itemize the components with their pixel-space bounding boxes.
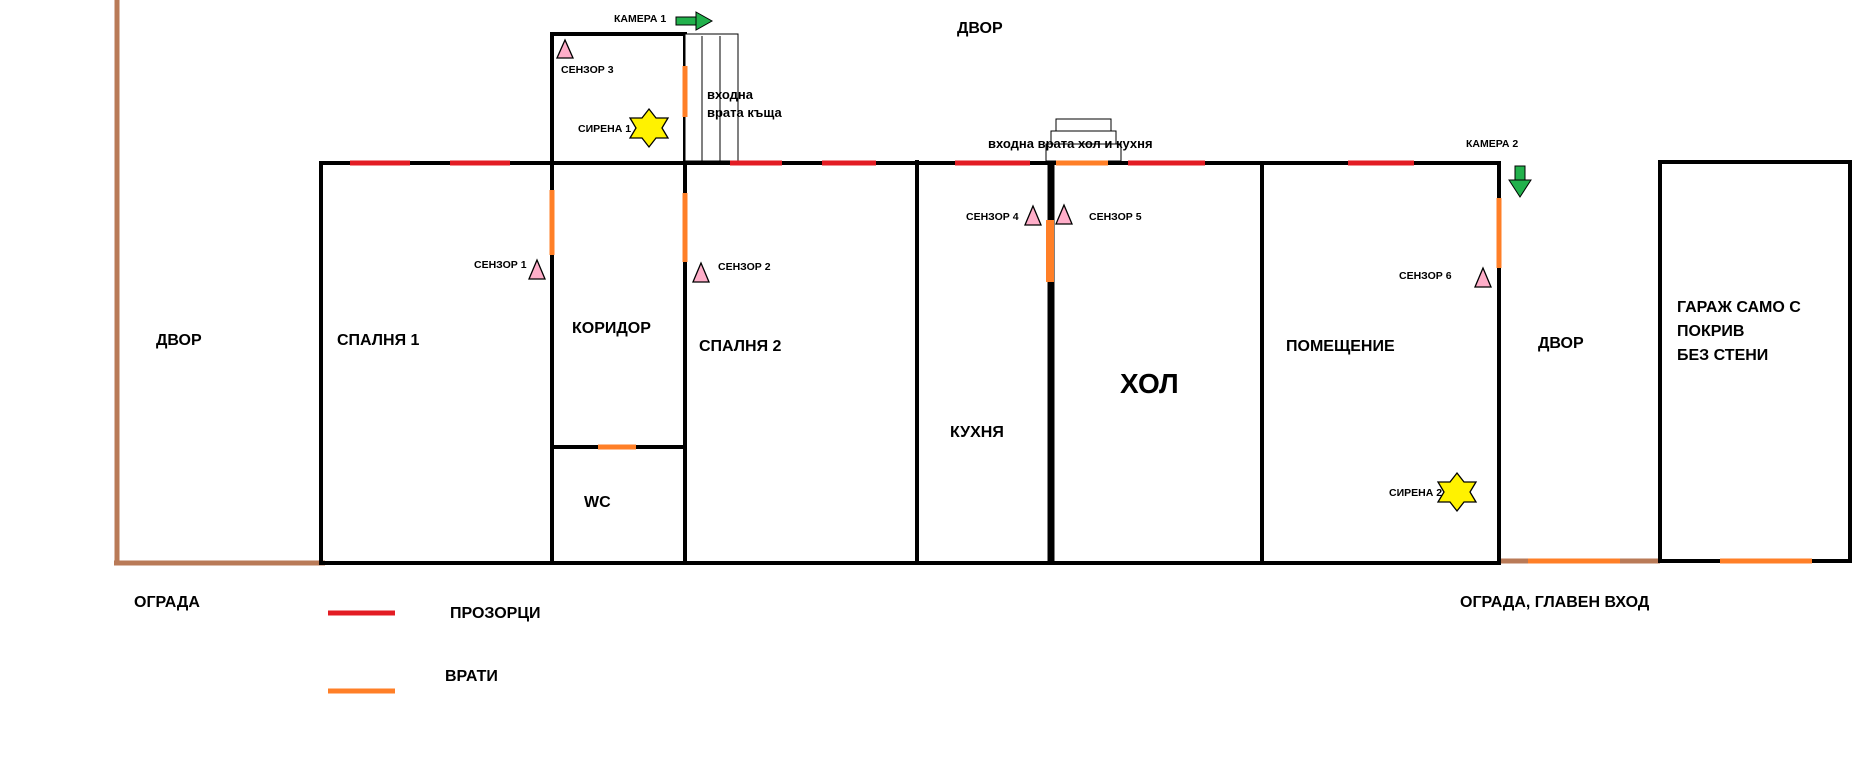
- legend: ПРОЗОРЦИ ВРАТИ: [328, 605, 541, 694]
- doors: [549, 66, 1812, 564]
- label-entrance-hall-kitchen: входна врата хол и кухня: [988, 136, 1153, 151]
- label-entrance-house-2: врата къща: [707, 105, 782, 120]
- label-sensor-2: СЕНЗОР 2: [718, 261, 771, 273]
- label-wc: WC: [584, 494, 611, 511]
- sensor-triangle-icon: [1024, 204, 1042, 226]
- sensor-triangle-icon: [1055, 203, 1073, 225]
- label-hall: ХОЛ: [1120, 368, 1179, 399]
- siren-star-icon: [628, 107, 670, 149]
- siren-star-icon: [1436, 471, 1478, 513]
- label-garage-line3: БЕЗ СТЕНИ: [1677, 347, 1768, 364]
- label-kitchen: КУХНЯ: [950, 424, 1004, 441]
- label-entrance-house-1: входна: [707, 87, 754, 102]
- label-sensor-3: СЕНЗОР 3: [561, 64, 614, 76]
- label-yard-left: ДВОР: [156, 332, 202, 349]
- sensor-triangle-icon: [555, 38, 575, 59]
- camera-arrow-icon: [675, 11, 714, 31]
- stairs-hall-entrance: [1045, 118, 1122, 162]
- label-camera-2: КАМЕРА 2: [1466, 138, 1518, 150]
- label-fence-right: ОГРАДА, ГЛАВЕН ВХОД: [1460, 594, 1650, 611]
- label-siren-1: СИРЕНА 1: [578, 123, 631, 135]
- label-bedroom-2: СПАЛНЯ 2: [699, 338, 782, 355]
- label-sensor-1: СЕНЗОР 1: [474, 259, 527, 271]
- label-yard-top: ДВОР: [957, 20, 1003, 37]
- label-sensor-4: СЕНЗОР 4: [966, 211, 1019, 223]
- walls: [319, 32, 1852, 565]
- sensor-triangle-icon: [692, 261, 710, 283]
- label-bedroom-1: СПАЛНЯ 1: [337, 332, 420, 349]
- fence: [114, 0, 1660, 566]
- label-yard-right: ДВОР: [1538, 335, 1584, 352]
- label-siren-2: СИРЕНА 2: [1389, 487, 1442, 499]
- label-room: ПОМЕЩЕНИЕ: [1286, 338, 1395, 355]
- label-garage-line1: ГАРАЖ САМО С: [1677, 299, 1801, 316]
- sensor-triangle-icon: [528, 258, 546, 280]
- label-corridor: КОРИДОР: [572, 320, 651, 337]
- label-camera-1: КАМЕРА 1: [614, 13, 666, 25]
- legend-windows-label: ПРОЗОРЦИ: [450, 605, 541, 622]
- sensor-triangle-icon: [1474, 266, 1492, 288]
- camera-arrow-icon: [1508, 165, 1532, 198]
- legend-doors-label: ВРАТИ: [445, 668, 498, 685]
- label-fence-left: ОГРАДА: [134, 594, 200, 611]
- label-sensor-6: СЕНЗОР 6: [1399, 270, 1452, 282]
- label-garage-line2: ПОКРИВ: [1677, 323, 1744, 340]
- label-sensor-5: СЕНЗОР 5: [1089, 211, 1142, 223]
